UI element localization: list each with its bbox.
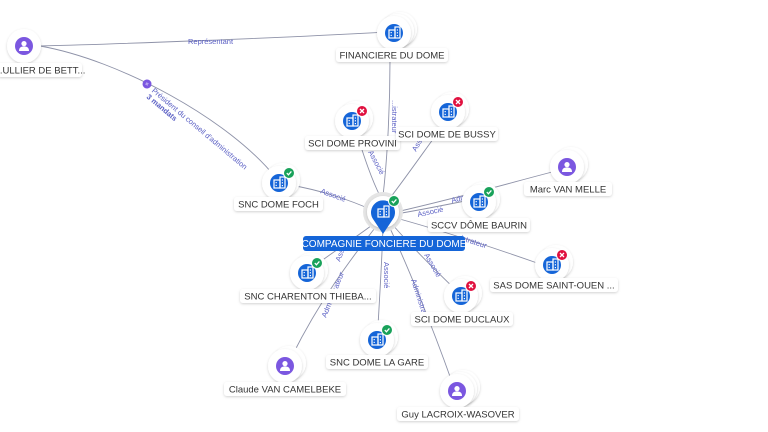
active-badge-icon: [483, 186, 495, 198]
edge-label-foch: Associé: [319, 186, 347, 203]
node-cvd_bett[interactable]: [7, 29, 41, 63]
node-la_gare[interactable]: [360, 320, 398, 357]
active-badge-icon: [388, 195, 400, 207]
node-st_ouen[interactable]: [535, 245, 573, 282]
node-marc[interactable]: [550, 147, 588, 184]
node-foch[interactable]: [262, 163, 300, 200]
node-label-financiere: FINANCIERE DU DOME: [339, 51, 444, 62]
edge-label-provini: Associé: [366, 149, 386, 176]
center-label: COMPAGNIE FONCIERE DU DOME: [302, 239, 467, 250]
edge-cvd_bett-financiere: [39, 31, 389, 47]
node-label-st_ouen: SAS DOME SAINT-OUEN ...: [493, 281, 614, 292]
closed-badge-icon: [452, 96, 464, 108]
node-label-foch: SNC DOME FOCH: [238, 200, 319, 211]
node-label-provini: SCI DOME PROVINI: [308, 139, 397, 150]
node-label-cvd_bett: ...ULLIER DE BETT...: [0, 66, 85, 77]
closed-badge-icon: [556, 249, 568, 261]
edge-label-president-group: × Président du conseil d'administration …: [142, 79, 249, 171]
node-label-marc: Marc VAN MELLE: [530, 185, 606, 196]
edge-label-la_gare: Associé: [382, 262, 391, 288]
node-bussy[interactable]: [431, 92, 469, 129]
active-badge-icon: [311, 257, 323, 269]
closed-badge-icon: [465, 280, 477, 292]
node-guy[interactable]: [440, 370, 480, 408]
node-label-la_gare: SNC DOME LA GARE: [330, 358, 425, 369]
node-label-bussy: SCI DOME DE BUSSY: [398, 130, 496, 141]
node-provini[interactable]: [335, 101, 373, 138]
edge-cvd_bett-foch: [39, 45, 277, 179]
edge-label-financiere: ...istrateur: [390, 100, 399, 134]
node-baurin[interactable]: [462, 182, 500, 219]
edge-label-president: Président du conseil d'administration: [150, 86, 249, 171]
edge-financiere-center: [382, 59, 391, 197]
edge-st_ouen-center: [395, 217, 541, 265]
node-financiere[interactable]: [377, 12, 417, 50]
node-label-baurin: SCCV DÔME BAURIN: [431, 221, 527, 232]
svg-text:×: ×: [143, 81, 150, 88]
edge-label-representant: Représentant: [188, 37, 234, 46]
active-badge-icon: [381, 324, 393, 336]
active-badge-icon: [283, 167, 295, 179]
node-label-charenton: SNC CHARENTON THIEBA...: [244, 292, 371, 303]
edge-label-duclaux: Associé: [422, 252, 443, 279]
node-duclaux[interactable]: [444, 276, 482, 313]
node-claude[interactable]: [268, 346, 306, 383]
nodes-layer: ...ULLIER DE BETT... FINANCIERE DU DOME …: [0, 12, 618, 421]
node-label-claude: Claude VAN CAMELBEKE: [229, 385, 341, 396]
edge-label-baurin: Associé: [417, 205, 445, 219]
node-charenton[interactable]: [290, 253, 328, 290]
center-label-box: [303, 236, 465, 251]
node-label-guy: Guy LACROIX-WASOVER: [401, 410, 514, 421]
node-label-duclaux: SCI DOME DUCLAUX: [414, 315, 510, 326]
closed-badge-icon: [356, 105, 368, 117]
center-node[interactable]: [363, 192, 403, 234]
